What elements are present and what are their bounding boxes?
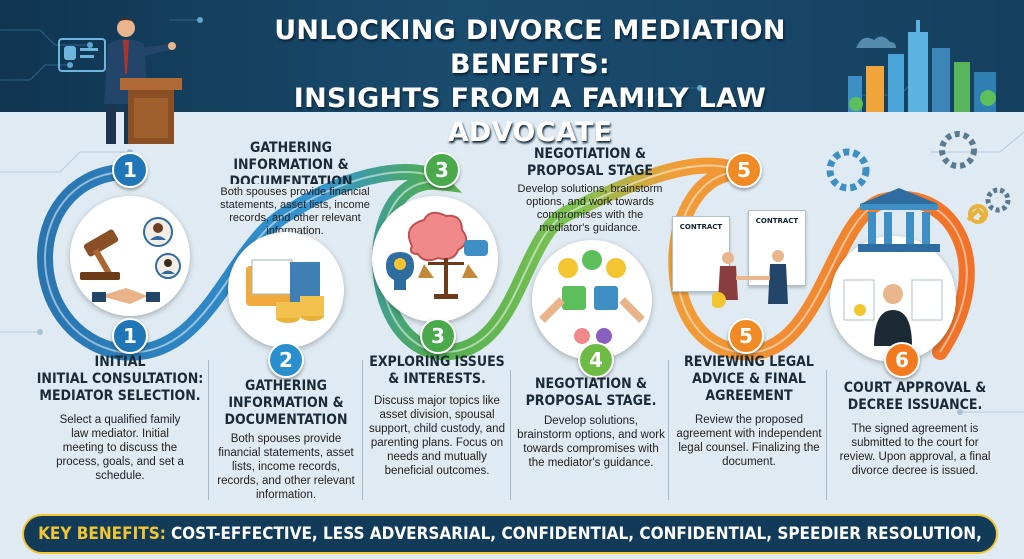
puzzle-money-icon [539, 250, 645, 344]
courthouse-icon [858, 188, 940, 252]
column-divider-4 [668, 360, 669, 500]
step-3-body: Discuss major topics like asset division… [369, 395, 505, 477]
step-2-heading: GATHERING INFORMATION & DOCUMENTATION [224, 378, 348, 428]
court-decree-icon [843, 279, 943, 346]
handshake-people-icon [712, 250, 788, 308]
gears-icon [826, 131, 1011, 224]
title-line-1: UNLOCKING DIVORCE MEDIATION BENEFITS: [274, 15, 786, 80]
step-6-body: The signed agreement is submitted to the… [839, 423, 991, 477]
key-benefits-items: COST-EFFECTIVE, LESS ADVERSARIAL, CONFID… [170, 524, 982, 544]
step-badge-5: 5 [728, 318, 764, 354]
contract-label-2: CONTRACT [755, 217, 799, 225]
page-title: UNLOCKING DIVORCE MEDIATION BENEFITS: IN… [210, 14, 850, 150]
step-5-heading: REVIEWING LEGAL ADVICE & FINAL AGREEMENT [684, 354, 814, 404]
key-benefits-bar: KEY BENEFITS: COST-EFFECTIVE, LESS ADVER… [22, 514, 998, 554]
step6-illustration [830, 236, 956, 362]
step-1-heading: INITIAL INITIAL CONSULTATION: MEDIATOR S… [36, 354, 204, 404]
upper-step-badge-3: 3 [424, 152, 460, 188]
step-6-column: COURT APPROVAL & DECREE ISSUANCE. The si… [830, 380, 1000, 478]
step-1-column: INITIAL INITIAL CONSULTATION: MEDIATOR S… [34, 354, 206, 483]
title-line-2: INSIGHTS FROM A FAMILY LAW ADVOCATE [293, 83, 767, 148]
column-divider-5 [826, 370, 827, 500]
background-network-decoration [0, 131, 1024, 415]
step2-illustration [228, 232, 344, 348]
top-callout-body-negotiation: Develop solutions, brainstorm options, a… [517, 183, 663, 234]
process-flow-path [37, 157, 975, 361]
top-callout-heading-negotiation: NEGOTIATION & PROPOSAL STAGE [526, 146, 654, 179]
upper-step-badge-5: 5 [726, 152, 762, 188]
step1-illustration [70, 196, 190, 316]
step-3-heading: EXPLORING ISSUES & INTERESTS. [369, 354, 505, 387]
step-badge-4: 4 [578, 342, 614, 378]
top-callout-body-gathering: Both spouses provide financial statement… [220, 186, 370, 237]
step-badge-1: 1 [112, 318, 148, 354]
gavel-handshake-icon [80, 217, 181, 304]
contract-label-1: CONTRACT [679, 223, 723, 231]
step-badge-3: 3 [420, 318, 456, 354]
step4-illustration [532, 240, 652, 360]
city-skyline-illustration [848, 20, 996, 112]
step-2-body: Both spouses provide financial statement… [217, 433, 355, 501]
step-4-heading: NEGOTIATION & PROPOSAL STAGE. [525, 376, 657, 409]
speaker-at-podium-illustration [104, 18, 182, 144]
top-callout-heading-gathering: GATHERING INFORMATION & DOCUMENTATION [229, 140, 353, 184]
column-divider-3 [510, 370, 511, 500]
column-divider-2 [362, 360, 363, 500]
key-benefits-label: KEY BENEFITS: [38, 524, 166, 544]
step5-illustration: CONTRACT CONTRACT [672, 210, 822, 320]
step-4-column: NEGOTIATION & PROPOSAL STAGE. Develop so… [516, 376, 666, 470]
step3-illustration [372, 196, 498, 322]
id-card-icon [58, 38, 106, 72]
header-banner: UNLOCKING DIVORCE MEDIATION BENEFITS: IN… [0, 0, 1024, 148]
step-badge-2: 2 [268, 342, 304, 378]
brain-scales-icon [386, 211, 488, 299]
step-3-column: EXPLORING ISSUES & INTERESTS. Discuss ma… [366, 354, 508, 478]
step-5-body: Review the proposed agreement with indep… [676, 414, 822, 468]
upper-step-badge-1: 1 [112, 152, 148, 188]
step-5-column: REVIEWING LEGAL ADVICE & FINAL AGREEMENT… [674, 354, 824, 469]
step-badge-6: 6 [884, 342, 920, 378]
step-6-heading: COURT APPROVAL & DECREE ISSUANCE. [843, 380, 987, 413]
column-divider-1 [208, 360, 209, 500]
step-2-column: GATHERING INFORMATION & DOCUMENTATION Bo… [212, 378, 360, 502]
folders-coins-icon [246, 259, 324, 323]
step-1-body: Select a qualified family law mediator. … [56, 414, 184, 482]
step-4-body: Develop solutions, brainstorm options, a… [517, 415, 665, 469]
